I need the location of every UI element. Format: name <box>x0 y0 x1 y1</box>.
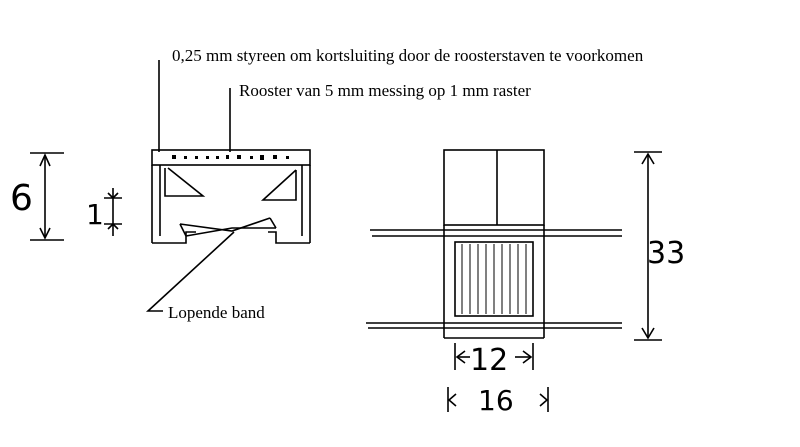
dimension-16: 16 <box>447 384 549 417</box>
top-view-upper-box <box>443 149 545 226</box>
top-view <box>366 149 622 339</box>
grid-element-bars <box>456 241 532 317</box>
dimension-33: 33 <box>634 151 685 341</box>
styrene-label: 0,25 mm styreen om kortsluiting door de … <box>172 46 644 65</box>
dim-1-text: 1 <box>86 198 104 231</box>
dim-33-text: 33 <box>647 236 685 271</box>
dim-6-text: 6 <box>10 178 33 219</box>
dimension-1: 1 <box>86 188 122 236</box>
grid-bars <box>172 155 289 160</box>
belt-leader-line <box>145 231 235 312</box>
dim-12-text: 12 <box>470 343 508 378</box>
top-plate <box>151 149 311 166</box>
dimension-12: 12 <box>454 343 534 378</box>
dimension-6: 6 <box>10 152 64 241</box>
cross-section-view <box>151 149 311 244</box>
belt-label: Lopende band <box>168 303 265 322</box>
dim-16-text: 16 <box>478 384 514 417</box>
grid-label: Rooster van 5 mm messing op 1 mm raster <box>239 81 531 100</box>
